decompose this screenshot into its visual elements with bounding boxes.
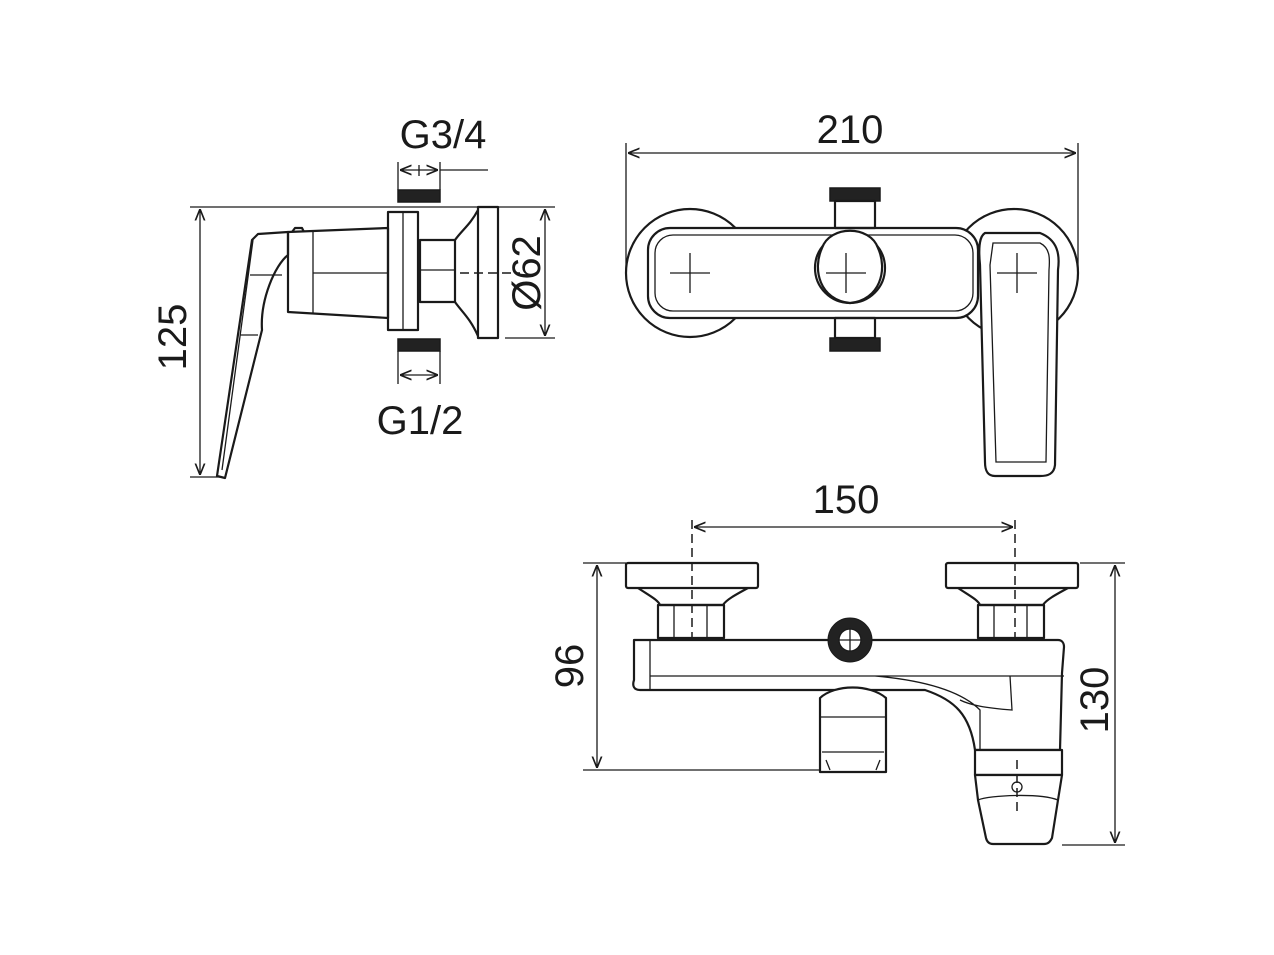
- dimension-label-height: 125: [151, 304, 195, 371]
- dimension-label-total-height: 130: [1073, 667, 1117, 734]
- dimension-label-width: 210: [817, 108, 884, 152]
- center-mark-icon: [670, 253, 1037, 293]
- bath-spout-body: [632, 638, 1066, 752]
- dimension-label-spout-height: 96: [548, 644, 592, 689]
- dimension-label-rosette-diameter: Ø62: [505, 235, 549, 311]
- dimension-label-centers: 150: [813, 478, 880, 522]
- dimension-label-inlet-bottom: G1/2: [377, 399, 464, 443]
- plan-view: 150 96 130: [548, 478, 1125, 846]
- front-view: 210: [624, 108, 1080, 478]
- dimension-label-inlet-top: G3/4: [400, 113, 487, 157]
- spout-outlet: [818, 686, 888, 774]
- thread-top-icon: [397, 189, 441, 203]
- mixer-lever: [978, 231, 1060, 478]
- side-view: 125 G3/4 G1/2 Ø62: [151, 113, 555, 480]
- thread-bottom-icon: [397, 338, 441, 352]
- lever-handle: [215, 230, 290, 480]
